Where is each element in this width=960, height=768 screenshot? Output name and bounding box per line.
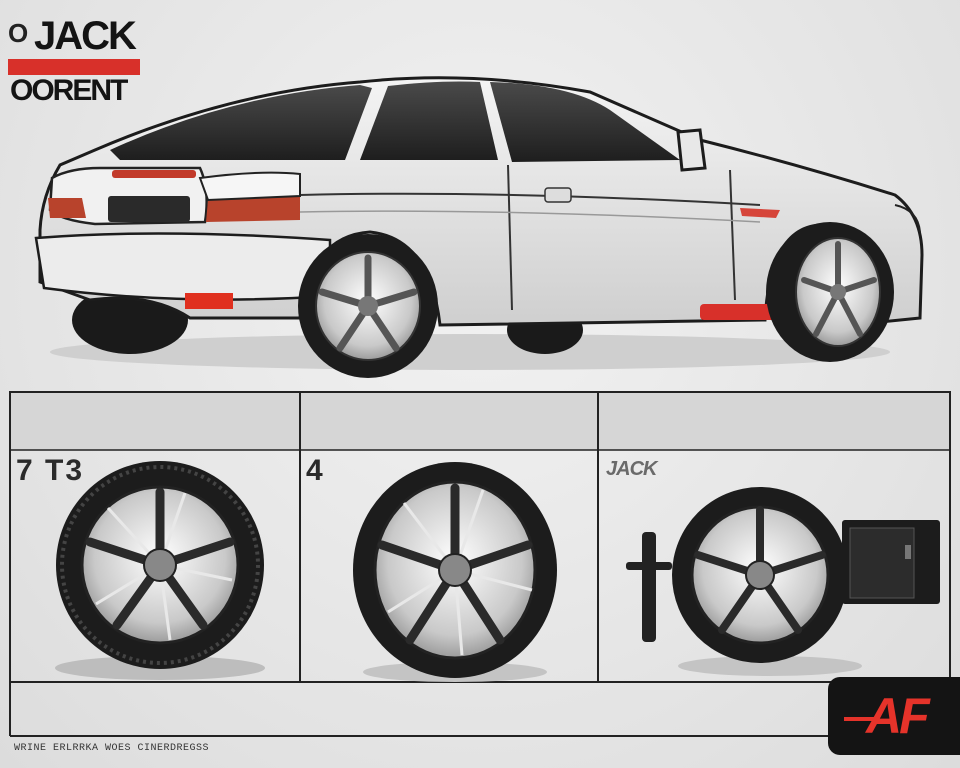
footer-caption: WRINE ERLRRKA WOES CINERDREGSS [14, 743, 209, 754]
rear-reflector [185, 293, 233, 309]
panel-3-tools [626, 487, 940, 676]
car-front-wheel [766, 222, 894, 362]
corner-badge: AF [828, 677, 960, 755]
logo-red-bar [8, 59, 140, 75]
logo-line-1: JACK [34, 14, 135, 59]
badge-text: AF [866, 687, 927, 745]
jack-rod [642, 532, 656, 642]
brand-logo: O JACK OORENT [6, 10, 140, 106]
car-mirror [678, 130, 705, 170]
car-rear-wheel [298, 234, 438, 378]
panel-2-tire [353, 462, 557, 682]
license-plate [108, 196, 190, 222]
logo-line-2: OORENT [10, 74, 126, 108]
car-rear-window [110, 85, 372, 160]
panel-3-jack-text: JACK [606, 458, 656, 481]
car-illustration [36, 78, 922, 378]
panel-1-tire [55, 461, 265, 680]
panel-2-label: 4 [306, 454, 325, 488]
panel-1-label: 7 T3 [16, 454, 84, 488]
logo-mark: O [8, 18, 28, 49]
